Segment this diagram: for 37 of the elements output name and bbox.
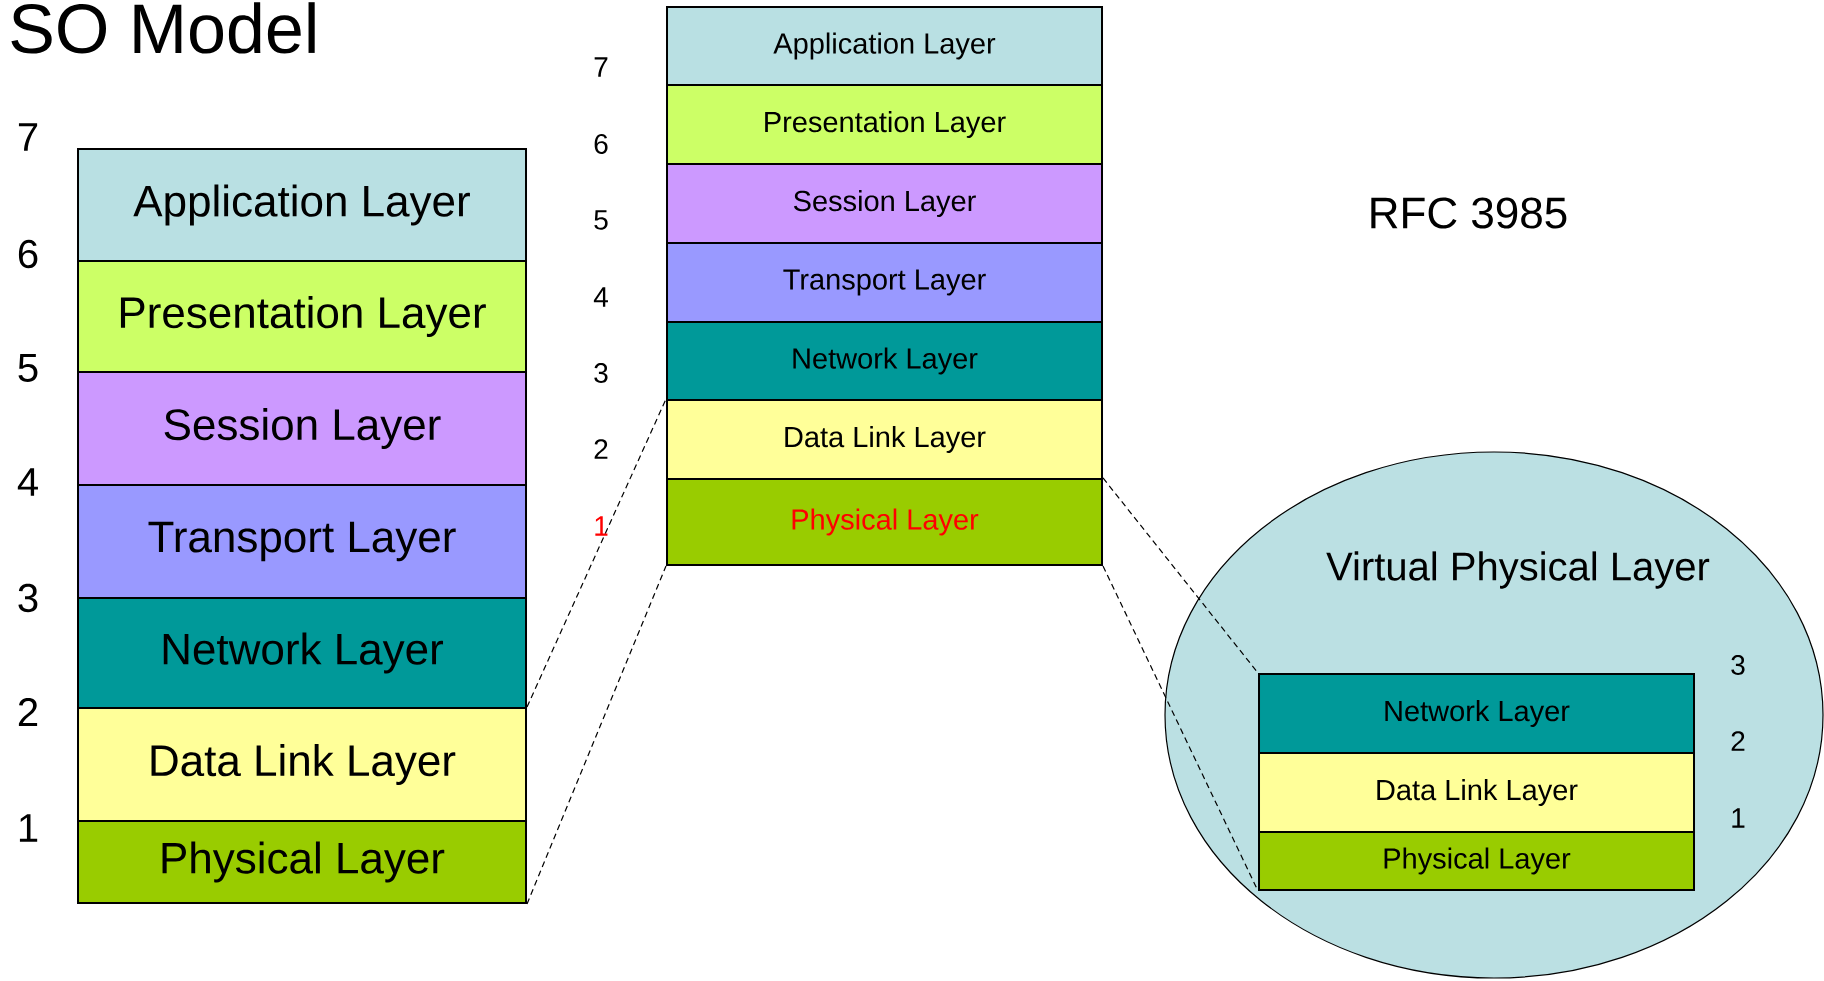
layer-box: Presentation Layer — [77, 260, 527, 373]
layer-box: Transport Layer — [666, 242, 1103, 323]
layer-number: 3 — [18, 583, 38, 613]
layer-box: Session Layer — [77, 371, 527, 486]
title: SO Model — [11, 2, 315, 54]
layer-box: Data Link Layer — [1258, 752, 1695, 833]
layer-number: 7 — [594, 57, 608, 77]
layer-number: 3 — [594, 363, 608, 383]
layer-box: Presentation Layer — [666, 84, 1103, 165]
layer-number: 5 — [18, 354, 38, 382]
layer-box: Network Layer — [666, 321, 1103, 401]
layer-box: Network Layer — [77, 597, 527, 709]
layer-number: 6 — [594, 134, 608, 154]
layer-number: 4 — [17, 468, 38, 496]
layer-number: 5 — [594, 210, 608, 230]
layer-number: 2 — [594, 439, 608, 459]
layer-box: Application Layer — [77, 148, 527, 262]
layer-box: Data Link Layer — [77, 707, 527, 822]
layer-box: Session Layer — [666, 163, 1103, 244]
layer-box: Data Link Layer — [666, 399, 1103, 480]
layer-number: 2 — [1731, 731, 1745, 751]
zoom-line — [526, 565, 667, 905]
layer-number: 2 — [18, 698, 38, 726]
layer-box: Physical Layer — [1258, 831, 1695, 891]
section-label: RFC 3985 — [1371, 197, 1567, 229]
layer-number: 1 — [19, 814, 38, 842]
layer-number: 4 — [593, 287, 608, 307]
layer-box: Network Layer — [1258, 673, 1695, 754]
layer-box: Physical Layer — [77, 820, 527, 904]
layer-box: Transport Layer — [77, 484, 527, 599]
layer-number: 1 — [595, 516, 608, 536]
layer-number: 6 — [18, 239, 38, 269]
layer-number: 7 — [18, 123, 38, 151]
layer-box: Application Layer — [666, 6, 1103, 86]
layer-number: 3 — [1731, 655, 1745, 675]
layer-number: 1 — [1732, 808, 1745, 828]
layer-box: Physical Layer — [666, 478, 1103, 566]
